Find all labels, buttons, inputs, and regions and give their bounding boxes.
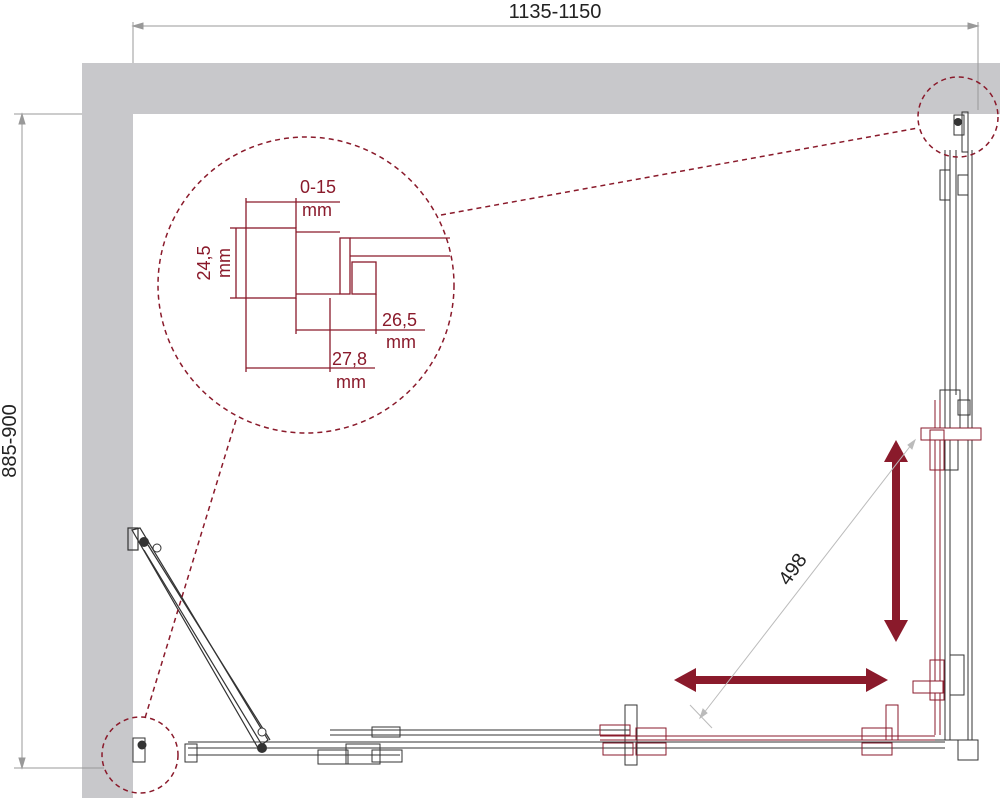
bottom-left-profile: [132, 737, 147, 763]
detail-magnifier: [157, 136, 455, 434]
adjust-range-unit: mm: [302, 200, 332, 220]
detail-circle-top-right: [917, 76, 999, 158]
adjust-range-label: 0-15: [300, 177, 336, 197]
side-wall: [82, 63, 133, 798]
diagonal-dimension: [689, 438, 916, 729]
diagonal-label: 498: [775, 550, 812, 590]
hinge-bottom: [257, 743, 267, 753]
opening-arrow-horizontal: [674, 668, 888, 692]
hinge-lower: [257, 727, 267, 737]
width-label: 1135-1150: [509, 1, 602, 23]
outer-width-unit: mm: [336, 372, 366, 392]
detail-callouts: [101, 76, 999, 794]
hinged-panel: [127, 527, 271, 749]
bottom-panel: [184, 704, 945, 766]
depth-label: 885-900: [0, 404, 21, 477]
right-side-panel: [935, 111, 979, 761]
outer-width-label: 27,8: [332, 349, 367, 369]
inner-width-label: 26,5: [382, 310, 417, 330]
back-wall: [82, 63, 1000, 114]
detail-circle-bottom-left: [101, 716, 179, 794]
bottom-sliding-door: [599, 704, 935, 756]
opening-arrow-vertical: [884, 440, 908, 642]
hinge-middle: [152, 543, 162, 553]
hinge-top: [139, 537, 149, 547]
top-right-screw: [954, 118, 962, 126]
walls: [82, 63, 1000, 798]
width-dimension: [131, 22, 980, 110]
profile-height-label: 24,5: [194, 245, 214, 280]
profile-height-unit: mm: [214, 248, 234, 278]
depth-dimension: [14, 112, 104, 770]
right-sliding-door: [912, 400, 982, 735]
profile-detail-drawing: [230, 198, 450, 372]
inner-width-unit: mm: [386, 332, 416, 352]
